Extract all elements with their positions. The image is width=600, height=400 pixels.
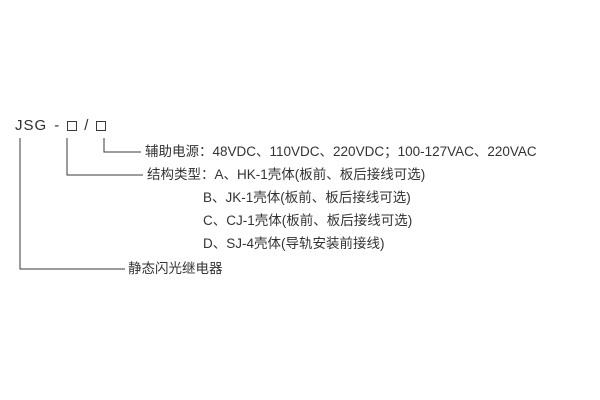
structure-type-option-b-label: B、JK-1壳体(板前、板后接线可选): [203, 190, 411, 205]
aux-power-connector-line: [103, 138, 141, 153]
model-dash: -: [54, 117, 61, 134]
power-placeholder-box-icon: [96, 120, 107, 131]
product-name-label: 静态闪光继电器: [128, 261, 223, 276]
structure-type-option-a-label: 结构类型：A、HK-1壳体(板前、板后接线可选): [147, 167, 426, 182]
product-name-connector-line: [19, 138, 125, 270]
model-prefix: JSG: [15, 117, 48, 134]
structure-placeholder-box-icon: [67, 120, 78, 131]
structure-type-connector-line: [66, 138, 143, 176]
model-code: JSG - /: [15, 117, 107, 134]
structure-type-option-c-label: C、CJ-1壳体(板前、板后接线可选): [203, 213, 413, 228]
model-slash: /: [84, 117, 90, 134]
aux-power-label: 辅助电源：48VDC、110VDC、220VDC；100-127VAC、220V…: [145, 144, 537, 159]
structure-type-option-d-label: D、SJ-4壳体(导轨安装前接线): [203, 236, 385, 251]
